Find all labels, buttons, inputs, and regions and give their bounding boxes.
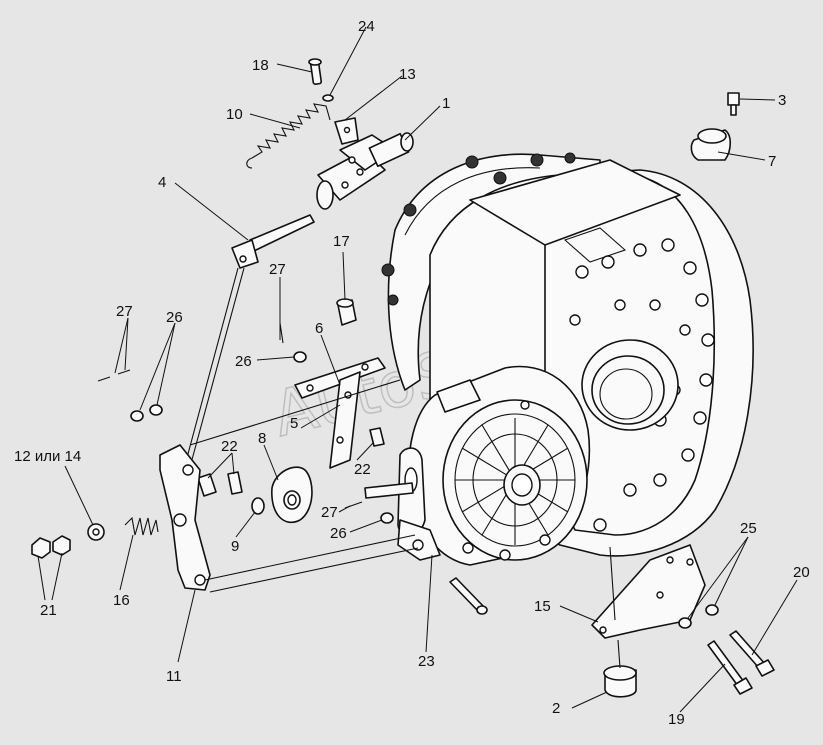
valve-assembly-1	[316, 117, 414, 210]
callout-4: 4	[158, 174, 166, 191]
callout-6: 6	[315, 320, 323, 337]
callout-13: 13	[399, 66, 416, 83]
callout-26-middle: 26	[235, 353, 252, 370]
callout-8: 8	[258, 430, 266, 447]
lever-11	[159, 379, 419, 593]
bracket-15	[591, 544, 706, 639]
mount-guide-line	[609, 546, 616, 621]
cam-8	[251, 466, 414, 523]
callout-1: 1	[442, 95, 450, 112]
callout-24: 24	[358, 18, 375, 35]
callout-10: 10	[226, 106, 243, 123]
callout-3: 3	[778, 92, 786, 109]
callout-27-left: 27	[116, 303, 133, 320]
callout-5: 5	[290, 415, 298, 432]
callout-11: 11	[166, 668, 182, 685]
bolt-23	[449, 577, 488, 615]
pins-22	[197, 427, 385, 497]
mount-guide-line-2	[617, 639, 621, 669]
clutch-cover	[397, 365, 591, 566]
callout-7: 7	[768, 153, 776, 170]
callout-27-top: 27	[269, 261, 286, 278]
spring-16	[31, 516, 159, 559]
callout-22-right: 22	[354, 461, 371, 478]
callout-23: 23	[418, 653, 435, 670]
callout-21: 21	[40, 602, 57, 619]
callout-17: 17	[333, 233, 350, 250]
callout-2: 2	[552, 700, 560, 717]
rod-4	[184, 214, 315, 468]
callout-12-or-14: 12 или 14	[14, 448, 81, 465]
spring-10	[246, 103, 331, 169]
callout-25: 25	[740, 520, 757, 537]
leader-lines	[37, 26, 798, 713]
bolts-19-20	[678, 604, 775, 695]
callout-18: 18	[252, 57, 269, 74]
callout-16: 16	[113, 592, 130, 609]
plug-17	[336, 298, 357, 326]
callout-22-left: 22	[221, 438, 238, 455]
rubber-mount-7	[690, 92, 740, 161]
callout-9: 9	[231, 538, 239, 555]
rubber-mount-2	[603, 665, 637, 698]
callout-26-bottom: 26	[330, 525, 347, 542]
callout-26-left: 26	[166, 309, 183, 326]
callout-15: 15	[534, 598, 551, 615]
callout-27-bottom: 27	[321, 504, 338, 521]
callout-labels: 1 2 3 4 5 6 7 8 9 10 11 12 или 14 13 15 …	[14, 18, 810, 728]
callout-20: 20	[793, 564, 810, 581]
callout-19: 19	[668, 711, 685, 728]
bolt-18	[308, 58, 334, 102]
